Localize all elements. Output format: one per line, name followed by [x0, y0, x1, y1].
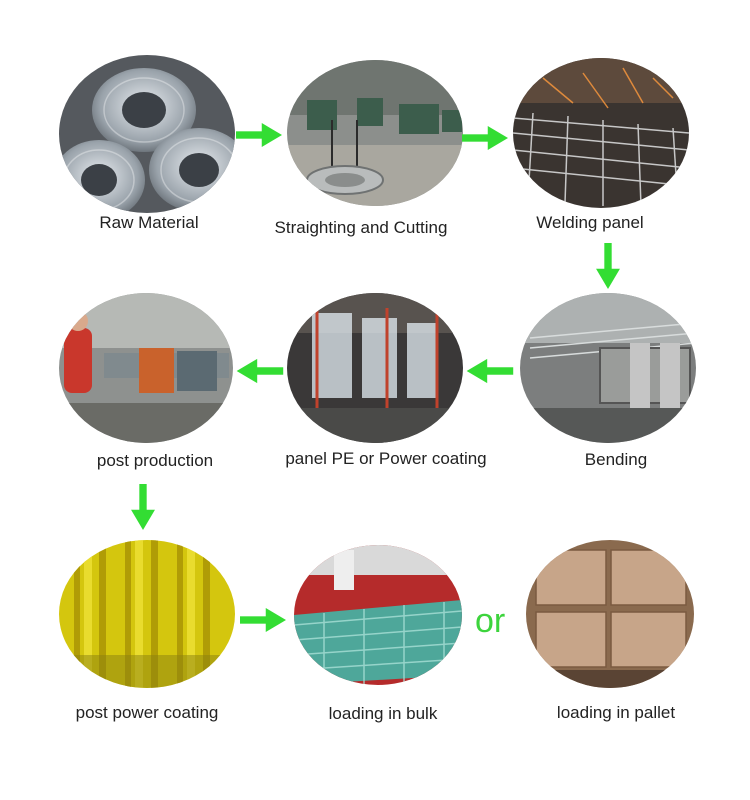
- arrow-right-icon: [236, 121, 282, 149]
- step-label-bending: Bending: [584, 450, 648, 469]
- step-label-post-power-coating: post power coating: [75, 703, 219, 722]
- arrow-right-icon: [462, 124, 508, 152]
- or-separator: or: [475, 602, 506, 640]
- welding-machine-photo: [513, 58, 689, 208]
- step-label-loading-pallet: loading in pallet: [556, 703, 676, 722]
- step-label-welding-panel: Welding panel: [536, 213, 644, 232]
- straightening-machine-photo: [287, 60, 463, 206]
- step-label-post-production: post production: [96, 451, 214, 470]
- arrow-left-icon: [466, 357, 514, 385]
- step-label-raw-material: Raw Material: [99, 213, 199, 232]
- wire-coils-photo: [59, 55, 235, 213]
- panel-stack-photo: [294, 545, 462, 685]
- post-roll-forming-photo: [59, 293, 233, 443]
- arrow-down-icon: [593, 243, 623, 289]
- arrow-right-icon: [240, 606, 286, 634]
- arrow-down-icon: [128, 484, 158, 530]
- step-label-straighting-cutting: Straighting and Cutting: [274, 218, 448, 237]
- bending-machine-photo: [520, 293, 696, 443]
- arrow-left-icon: [236, 357, 284, 385]
- step-label-panel-coating: panel PE or Power coating: [285, 449, 487, 468]
- yellow-posts-photo: [59, 540, 235, 688]
- coating-line-photo: [287, 293, 463, 443]
- pallet-boxes-photo: [526, 540, 694, 688]
- step-label-loading-bulk: loading in bulk: [328, 704, 438, 723]
